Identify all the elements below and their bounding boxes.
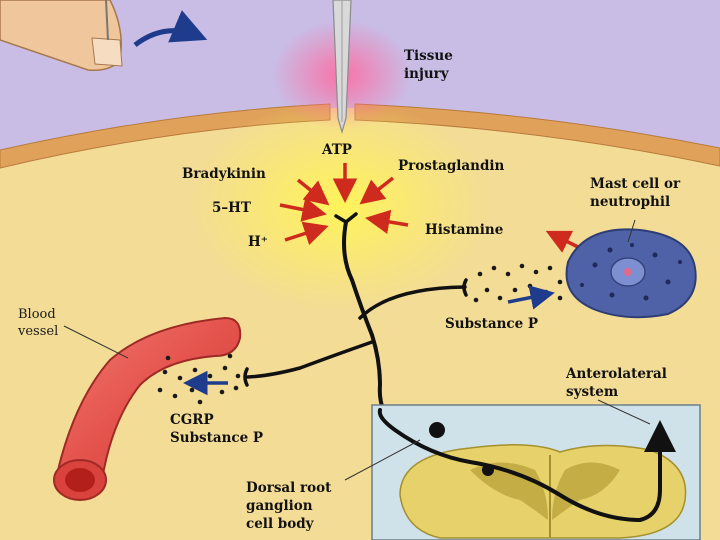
finger-icon: [0, 0, 123, 72]
label-anterolateral-1: Anterolateral: [565, 366, 667, 382]
label-drg-2: ganglion: [246, 498, 313, 514]
label-prostaglandin: Prostaglandin: [398, 158, 505, 174]
label-substance-p: Substance P: [445, 316, 538, 332]
label-5ht: 5–HT: [212, 200, 251, 216]
inflammation-glow: [190, 100, 490, 310]
label-mast-cell-2: neutrophil: [590, 194, 670, 210]
label-anterolateral-2: system: [566, 384, 618, 400]
label-blood-vessel-2: vessel: [17, 324, 58, 339]
skin-layer-right: [354, 103, 720, 167]
label-cgrp: CGRP: [170, 412, 214, 428]
label-bradykinin: Bradykinin: [182, 166, 266, 182]
label-blood-vessel-1: Blood: [18, 307, 56, 322]
label-histamine: Histamine: [425, 222, 503, 238]
label-atp: ATP: [321, 142, 352, 158]
substance-p-release-arrow: [507, 285, 555, 310]
label-hplus: H⁺: [248, 234, 268, 250]
label-leader-lines: [63, 219, 651, 481]
label-cgrp-substance-p: Substance P: [170, 430, 263, 446]
nociceptor-central-branch: [377, 408, 676, 523]
needle-icon: [332, 0, 352, 135]
label-drg-3: cell body: [246, 516, 315, 532]
label-tissue-injury-1: Tissue: [404, 48, 453, 64]
label-mast-cell-1: Mast cell or: [590, 176, 681, 192]
label-tissue-injury-2: injury: [404, 66, 450, 82]
mast-cell: [565, 228, 697, 319]
blood-vessel: [53, 316, 242, 501]
spinal-cord-inset: [371, 404, 701, 540]
curved-arrow-icon: [133, 10, 208, 48]
label-drg-1: Dorsal root: [246, 480, 332, 496]
dorsal-root-ganglion-cell-body: [429, 422, 445, 438]
synapse-terminal: [482, 464, 494, 476]
mediator-arrows: [279, 163, 581, 253]
